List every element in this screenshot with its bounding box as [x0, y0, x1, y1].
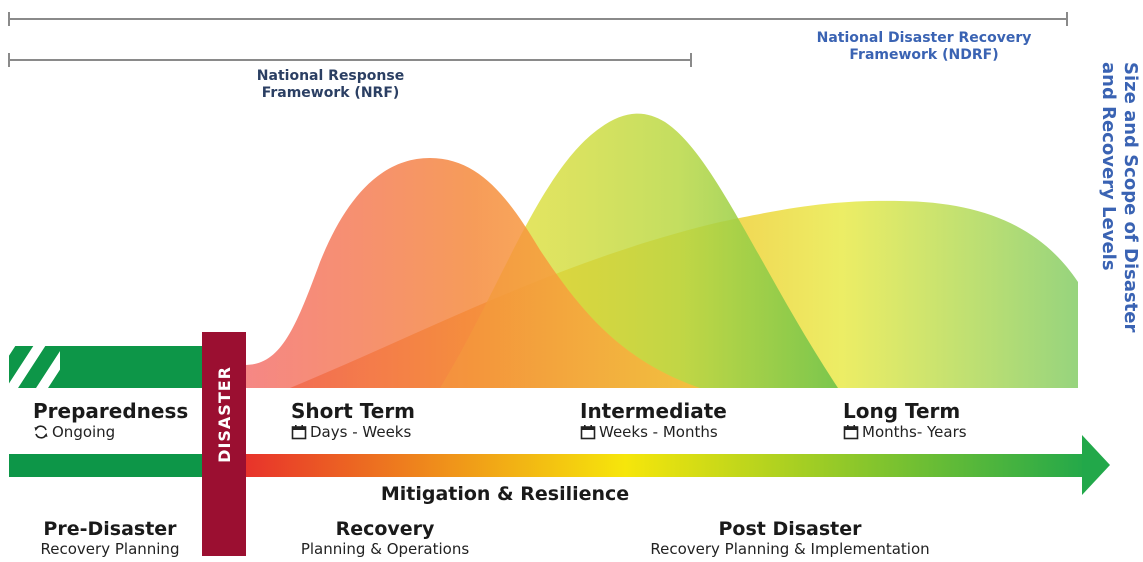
bottom-post-disaster: Post Disaster Recovery Planning & Implem… — [620, 518, 960, 558]
calendar-icon — [580, 425, 596, 440]
short-term-curve — [245, 158, 700, 388]
disaster-label: DISASTER — [202, 332, 246, 556]
phase-title: Preparedness — [33, 399, 189, 423]
phase-duration-text: Months- Years — [862, 423, 967, 441]
phase-duration: Days - Weeks — [291, 423, 415, 441]
disaster-label-text: DISASTER — [214, 365, 234, 463]
phase-duration-text: Ongoing — [52, 423, 116, 441]
calendar-icon — [843, 425, 859, 440]
nrf-label: National Response Framework (NRF) — [256, 68, 405, 101]
phase-duration-text: Days - Weeks — [310, 423, 412, 441]
scope-axis-title: Size and Scope of Disaster and Recovery … — [1098, 62, 1141, 333]
phase-title: Short Term — [291, 399, 416, 423]
bottom-title: Pre-Disaster — [43, 518, 177, 540]
phase-title: Long Term — [843, 399, 961, 423]
bottom-recovery: Recovery Planning & Operations — [280, 518, 490, 558]
phase-duration: Weeks - Months — [580, 423, 727, 441]
bottom-subtitle: Recovery Planning — [40, 540, 180, 558]
phase-intermediate: Intermediate Weeks - Months — [580, 399, 727, 441]
disaster-bar — [202, 332, 246, 556]
mitigation-label: Mitigation & Resilience — [380, 483, 630, 505]
bottom-title: Recovery — [335, 518, 435, 540]
phase-preparedness: Preparedness Ongoing — [33, 399, 188, 441]
bottom-subtitle: Planning & Operations — [300, 540, 470, 558]
phase-duration-text: Weeks - Months — [599, 423, 718, 441]
phase-title: Intermediate — [580, 399, 727, 423]
timeline-arrow — [9, 435, 1110, 495]
phase-duration: Months- Years — [843, 423, 967, 441]
preparedness-band — [9, 346, 204, 388]
bottom-pre-disaster: Pre-Disaster Recovery Planning — [20, 518, 200, 558]
phase-long-term: Long Term Months- Years — [843, 399, 967, 441]
nrf-bracket — [8, 53, 692, 67]
ndrf-label: National Disaster Recovery Framework (ND… — [816, 30, 1032, 63]
ndrf-bracket — [8, 12, 1068, 26]
phase-short-term: Short Term Days - Weeks — [291, 399, 415, 441]
calendar-icon — [291, 425, 307, 440]
bottom-subtitle: Recovery Planning & Implementation — [650, 540, 930, 558]
phase-duration: Ongoing — [33, 423, 188, 441]
refresh-icon — [34, 425, 48, 439]
bottom-title: Post Disaster — [718, 518, 862, 540]
